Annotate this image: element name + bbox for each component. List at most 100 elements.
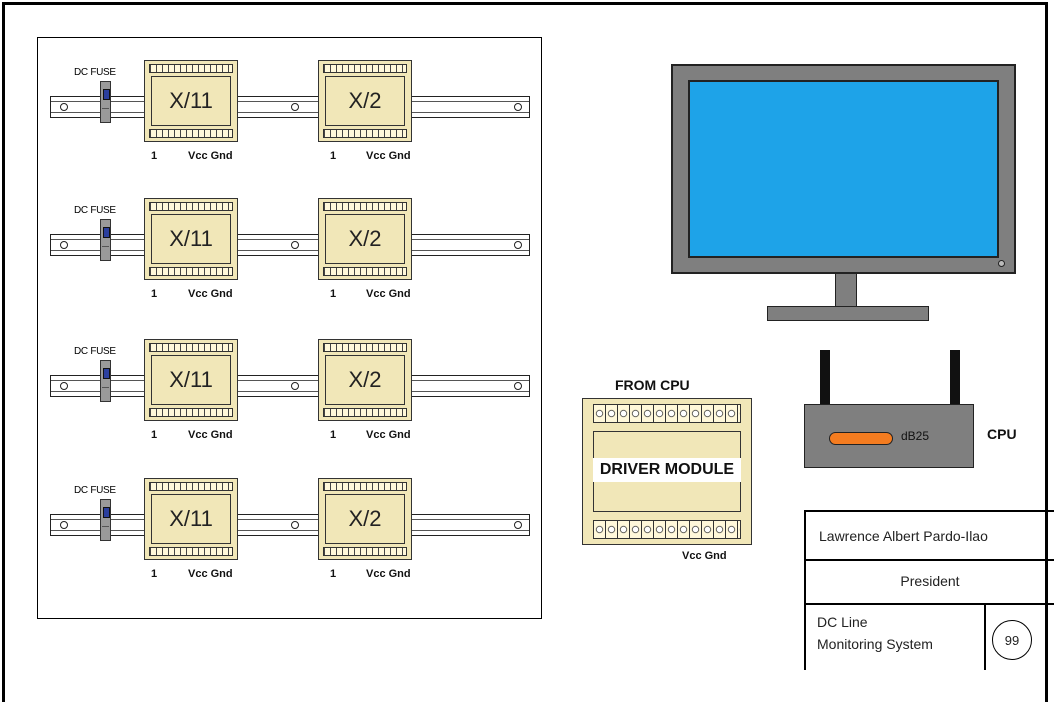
system-name-line-1: DC Line — [817, 614, 868, 630]
dc-fuse — [100, 219, 111, 261]
vcc-gnd-label: Vcc Gnd — [366, 150, 411, 162]
module-label: X/11 — [151, 214, 231, 264]
terminal-strip-bottom — [323, 408, 407, 417]
monitor-screen — [688, 80, 999, 258]
screw-icon — [291, 521, 299, 529]
driver-vcc-gnd-label: Vcc Gnd — [682, 550, 727, 562]
screw-icon — [291, 382, 299, 390]
terminal-strip-top — [149, 64, 233, 73]
terminal-strip-bottom — [149, 129, 233, 138]
author-role: President — [806, 559, 1054, 605]
terminal-strip-bottom — [149, 547, 233, 556]
terminal-strip-bottom — [323, 267, 407, 276]
antenna-icon — [820, 350, 830, 406]
pin-1-label: 1 — [151, 288, 158, 300]
din-rail — [50, 514, 530, 536]
screw-icon — [60, 103, 68, 111]
rail-row-3: DC FUSE X/11 X/2 1 Vcc Gnd 1 Vcc Gnd — [38, 339, 543, 456]
terminal-strip-top — [593, 404, 741, 423]
module-label: X/2 — [325, 214, 405, 264]
monitor — [671, 64, 1016, 274]
din-rail — [50, 96, 530, 118]
from-cpu-label: FROM CPU — [615, 377, 690, 393]
vcc-gnd-label: Vcc Gnd — [366, 288, 411, 300]
module-label: X/11 — [151, 355, 231, 405]
module-x2: X/2 — [318, 60, 412, 142]
rail-row-2: DC FUSE X/11 X/2 1 Vcc Gnd 1 Vcc Gnd — [38, 198, 543, 315]
terminal-strip-bottom — [149, 408, 233, 417]
screw-icon — [291, 103, 299, 111]
pin-1-label: 1 — [151, 568, 158, 580]
dc-fuse — [100, 360, 111, 402]
port-label: dB25 — [901, 429, 930, 443]
vcc-gnd-label: Vcc Gnd — [366, 429, 411, 441]
monitor-base — [767, 306, 929, 321]
pin-1-label: 1 — [330, 568, 337, 580]
monitor-neck — [835, 273, 857, 308]
power-button-icon — [998, 260, 1005, 267]
screw-icon — [60, 382, 68, 390]
module-label: X/2 — [325, 494, 405, 544]
module-label: X/11 — [151, 76, 231, 126]
cpu-box: dB25 — [804, 404, 974, 468]
fuse-label: DC FUSE — [74, 485, 116, 496]
screw-icon — [514, 241, 522, 249]
module-label: X/2 — [325, 76, 405, 126]
screw-icon — [291, 241, 299, 249]
driver-module: DRIVER MODULE — [582, 398, 752, 545]
module-x2: X/2 — [318, 339, 412, 421]
module-x11: X/11 — [144, 198, 238, 280]
dc-fuse — [100, 81, 111, 123]
antenna-icon — [950, 350, 960, 406]
module-x11: X/11 — [144, 478, 238, 560]
terminal-strip-bottom — [323, 547, 407, 556]
pin-1-label: 1 — [330, 288, 337, 300]
terminal-strip-top — [149, 482, 233, 491]
terminal-strip-top — [149, 202, 233, 211]
pin-1-label: 1 — [330, 150, 337, 162]
fuse-label: DC FUSE — [74, 205, 116, 216]
pin-1-label: 1 — [151, 150, 158, 162]
rail-row-1: DC FUSE X/11 X/2 1 Vcc Gnd 1 Vcc Gnd — [38, 60, 543, 177]
dc-fuse — [100, 499, 111, 541]
module-label: X/11 — [151, 494, 231, 544]
module-x2: X/2 — [318, 478, 412, 560]
terminal-strip-top — [323, 343, 407, 352]
system-name-line-2: Monitoring System — [817, 636, 933, 652]
vcc-gnd-label: Vcc Gnd — [188, 150, 233, 162]
screw-icon — [514, 382, 522, 390]
din-rail — [50, 234, 530, 256]
vcc-gnd-label: Vcc Gnd — [188, 288, 233, 300]
module-x2: X/2 — [318, 198, 412, 280]
fuse-label: DC FUSE — [74, 346, 116, 357]
db25-port-icon — [829, 432, 893, 445]
module-x11: X/11 — [144, 60, 238, 142]
pin-1-label: 1 — [330, 429, 337, 441]
terminal-strip-bottom — [149, 267, 233, 276]
terminal-strip-top — [323, 202, 407, 211]
screw-icon — [514, 521, 522, 529]
vcc-gnd-label: Vcc Gnd — [366, 568, 411, 580]
sheet-number: 99 — [992, 620, 1032, 660]
vcc-gnd-label: Vcc Gnd — [188, 429, 233, 441]
pin-1-label: 1 — [151, 429, 158, 441]
screw-icon — [60, 521, 68, 529]
terminal-strip-top — [323, 64, 407, 73]
terminal-strip-top — [149, 343, 233, 352]
din-rail-panel: DC FUSE X/11 X/2 1 Vcc Gnd 1 Vcc Gnd DC … — [37, 37, 542, 619]
screw-icon — [514, 103, 522, 111]
rail-row-4: DC FUSE X/11 X/2 1 Vcc Gnd 1 Vcc Gnd — [38, 478, 543, 595]
din-rail — [50, 375, 530, 397]
cpu-label: CPU — [987, 426, 1017, 442]
terminal-strip-bottom — [593, 520, 741, 539]
driver-module-label: DRIVER MODULE — [593, 458, 741, 482]
vcc-gnd-label: Vcc Gnd — [188, 568, 233, 580]
module-label: X/2 — [325, 355, 405, 405]
author-name: Lawrence Albert Pardo-Ilao — [806, 512, 1054, 561]
title-block: Lawrence Albert Pardo-Ilao President DC … — [804, 510, 1054, 670]
terminal-strip-bottom — [323, 129, 407, 138]
module-x11: X/11 — [144, 339, 238, 421]
system-name: DC Line Monitoring System — [806, 605, 986, 670]
fuse-label: DC FUSE — [74, 67, 116, 78]
